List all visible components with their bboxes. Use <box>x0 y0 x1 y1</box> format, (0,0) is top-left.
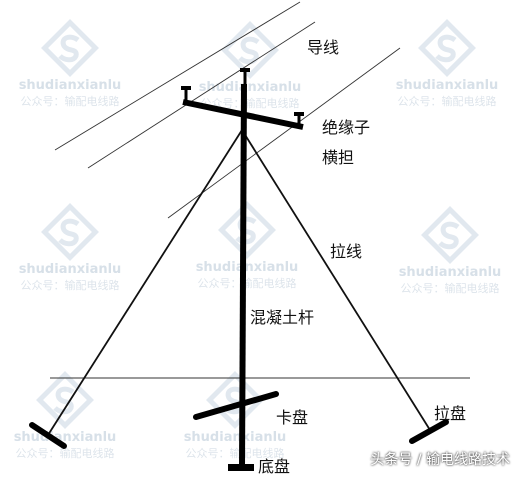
watermark-title: shudianxianlu <box>398 265 502 280</box>
watermark-subtitle: 公众号：输配电线路 <box>15 447 115 460</box>
insulator-left <box>181 86 191 104</box>
watermark-logo-icon <box>221 21 279 79</box>
watermark: shudianxianlu 公众号：输配电线路 <box>5 202 135 293</box>
anchor-plate-left <box>29 422 67 449</box>
watermark-title: shudianxianlu <box>18 262 122 277</box>
anchor-plate-right <box>409 419 449 444</box>
watermark-subtitle: 公众号：输配电线路 <box>397 95 497 108</box>
watermark-subtitle: 公众号：输配电线路 <box>200 97 300 110</box>
watermark: shudianxianlu 公众号：输配电线路 <box>185 20 315 111</box>
concrete-pole <box>239 83 247 467</box>
watermark-subtitle: 公众号：输配电线路 <box>185 447 285 460</box>
watermark: shudianxianlu 公众号：输配电线路 <box>182 200 312 291</box>
watermark-logo-icon <box>418 19 476 77</box>
chuck-plate <box>193 391 279 420</box>
label-conductor: 导线 <box>307 38 340 57</box>
label-guy-wire: 拉线 <box>330 242 363 261</box>
watermark: shudianxianlu 公众号：输配电线路 <box>382 18 512 109</box>
watermark: shudianxianlu 公众号：输配电线路 <box>170 370 300 461</box>
watermark-title: shudianxianlu <box>195 260 299 275</box>
watermark-subtitle: 公众号：输配电线路 <box>400 282 500 295</box>
watermark-title: shudianxianlu <box>18 78 122 93</box>
watermark-title: shudianxianlu <box>183 430 287 445</box>
watermark-subtitle: 公众号：输配电线路 <box>20 95 120 108</box>
conductor-line <box>87 21 316 169</box>
label-anchor-plate: 拉盘 <box>434 404 467 423</box>
watermark-title: shudianxianlu <box>13 430 117 445</box>
label-chuck-plate: 卡盘 <box>276 408 309 427</box>
watermark-subtitle: 公众号：输配电线路 <box>20 279 120 292</box>
watermark-logo-icon <box>41 203 99 261</box>
watermark-logo-icon <box>421 206 479 264</box>
source-caption: 头条号 / 输电线路技术 <box>370 452 510 468</box>
guy-wire-right <box>241 129 431 431</box>
label-concrete-pole: 混凝土杆 <box>250 308 315 327</box>
conductor-line <box>167 47 401 219</box>
watermark-title: shudianxianlu <box>395 78 499 93</box>
watermark-logo-icon <box>41 19 99 77</box>
watermark-title: shudianxianlu <box>198 80 302 95</box>
conductor-line <box>54 1 301 151</box>
label-crossarm: 横担 <box>322 148 355 167</box>
base-plate <box>228 464 254 471</box>
label-insulator: 绝缘子 <box>322 118 371 137</box>
watermark: shudianxianlu 公众号：输配电线路 <box>5 18 135 109</box>
label-base-plate: 底盘 <box>258 457 291 476</box>
guy-wire-left <box>47 129 243 436</box>
watermark: shudianxianlu 公众号：输配电线路 <box>385 205 515 296</box>
insulator-right <box>294 112 304 128</box>
watermark-subtitle: 公众号：输配电线路 <box>197 277 297 290</box>
